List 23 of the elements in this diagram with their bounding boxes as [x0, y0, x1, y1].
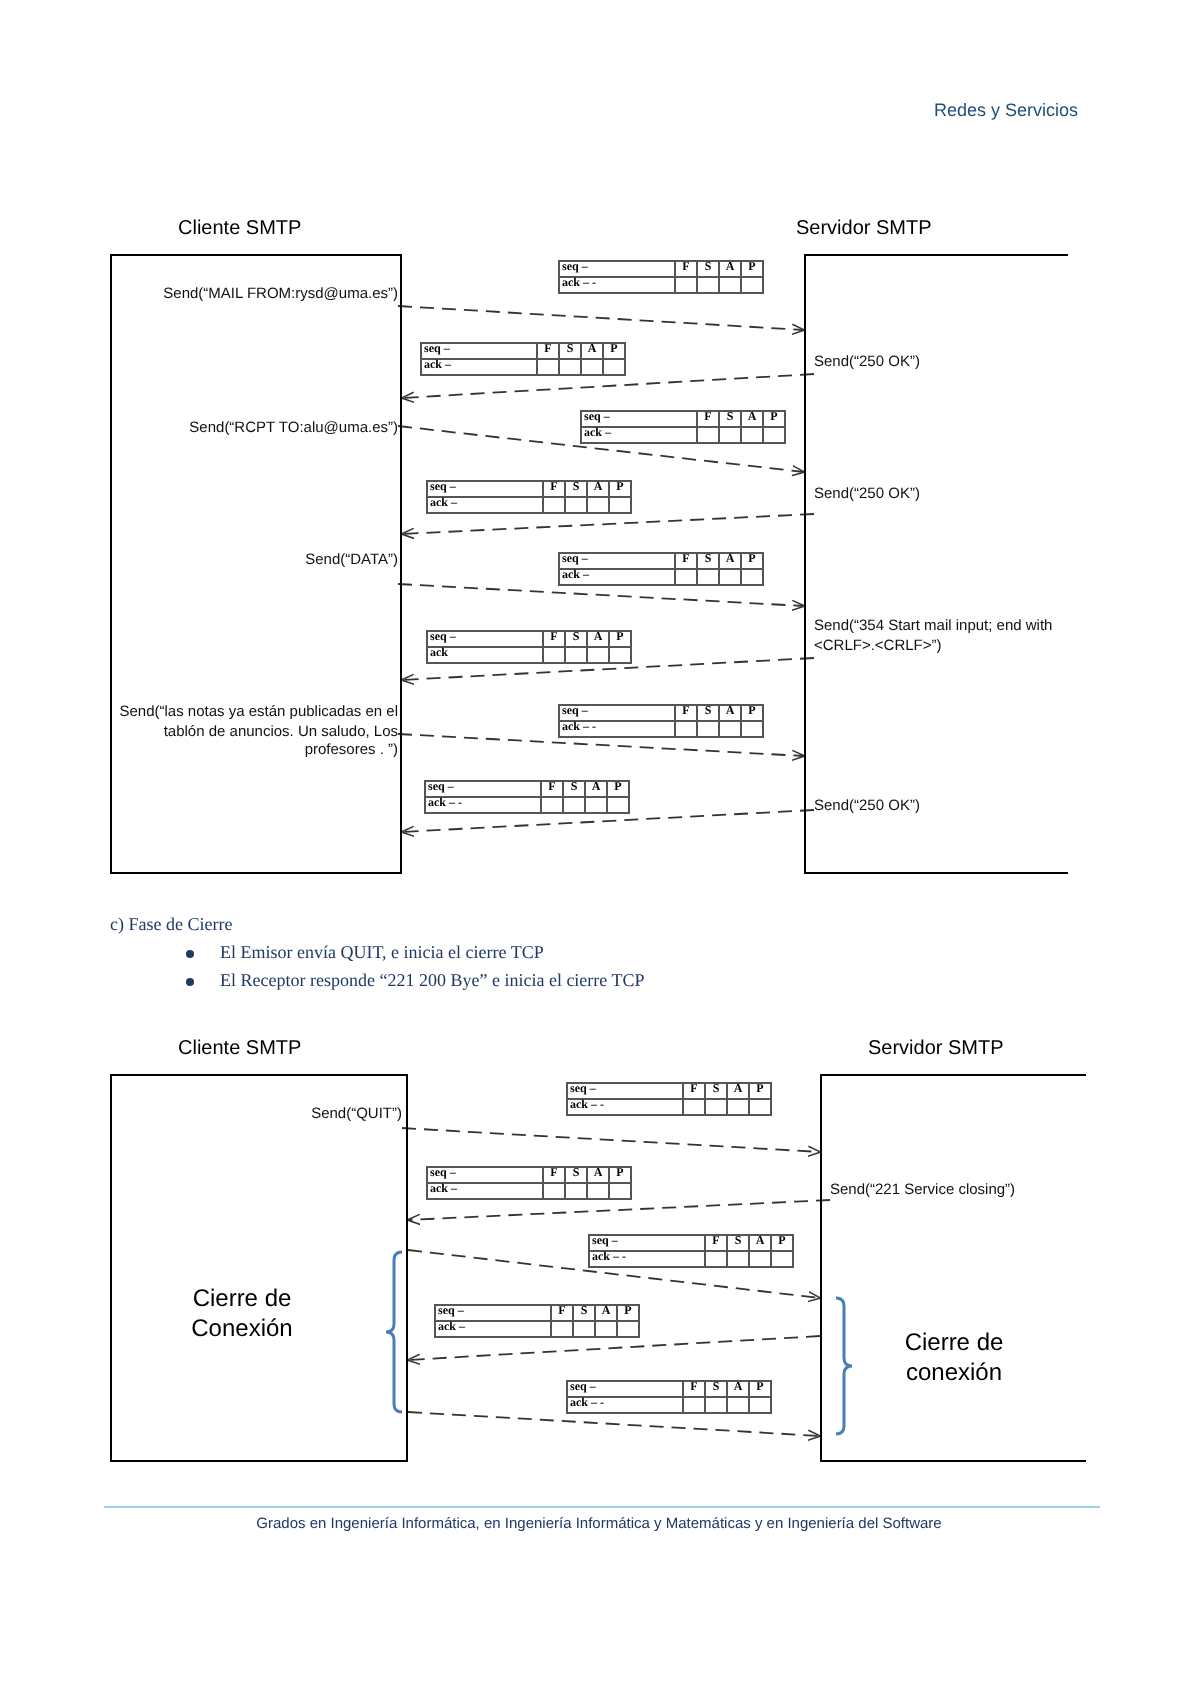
- message-arrow: [397, 425, 806, 477]
- message-arrow: [397, 583, 806, 612]
- message-arrow: [407, 1411, 822, 1442]
- message-arrow: [397, 733, 806, 762]
- section-heading: c) Fase de Cierre: [110, 914, 233, 934]
- message-arrow: [400, 373, 815, 404]
- message-arrow: [397, 305, 806, 336]
- message-arrow: [401, 1127, 822, 1158]
- header-text: Redes y Servicios: [934, 100, 1079, 120]
- message-arrow: [400, 513, 815, 540]
- message-arrow: [400, 809, 815, 838]
- message-arrow: [400, 657, 815, 686]
- message-arrow: [407, 1249, 822, 1303]
- host-title: Cliente SMTP: [178, 1038, 302, 1060]
- message-arrow: [406, 1199, 831, 1226]
- host-title: Servidor SMTP: [796, 218, 932, 240]
- phase-label: Cierre de conexión: [858, 1328, 1050, 1388]
- message-arrow: [406, 1335, 821, 1366]
- host-title: Cliente SMTP: [178, 218, 302, 240]
- host-title: Servidor SMTP: [868, 1038, 1004, 1060]
- bullet-text: El Emisor envía QUIT, e inicia el cierre TCP: [220, 942, 544, 962]
- bullet-text: El Receptor responde “221 200 Bye” e inicia el cierre TCP: [220, 970, 645, 990]
- phase-label: Cierre de Conexión: [172, 1284, 312, 1344]
